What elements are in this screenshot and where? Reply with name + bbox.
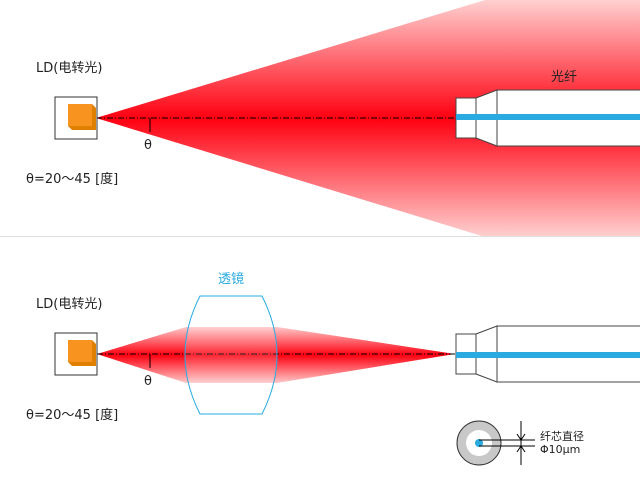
lens (184, 295, 278, 415)
top-angle-range: θ=20～45 [度] (26, 172, 119, 187)
bottom-ld-icon (68, 340, 96, 366)
bottom-theta-label: θ (144, 374, 152, 389)
fiber-cross-section (456, 420, 535, 466)
top-theta-label: θ (144, 138, 152, 153)
bottom-angle-range: θ=20～45 [度] (26, 408, 119, 423)
core-value: Φ10μm (540, 443, 581, 456)
lens-label: 透镜 (218, 272, 245, 287)
bottom-fiber (455, 325, 640, 383)
top-fiber (455, 89, 640, 147)
top-ld-icon (68, 104, 96, 130)
top-ld-label: LD(电转光) (36, 61, 103, 76)
bottom-ld-label: LD(电转光) (36, 297, 103, 312)
bottom-beam (97, 327, 455, 383)
core-label: 纤芯直径 (540, 430, 584, 443)
fiber-label: 光纤 (551, 70, 578, 85)
